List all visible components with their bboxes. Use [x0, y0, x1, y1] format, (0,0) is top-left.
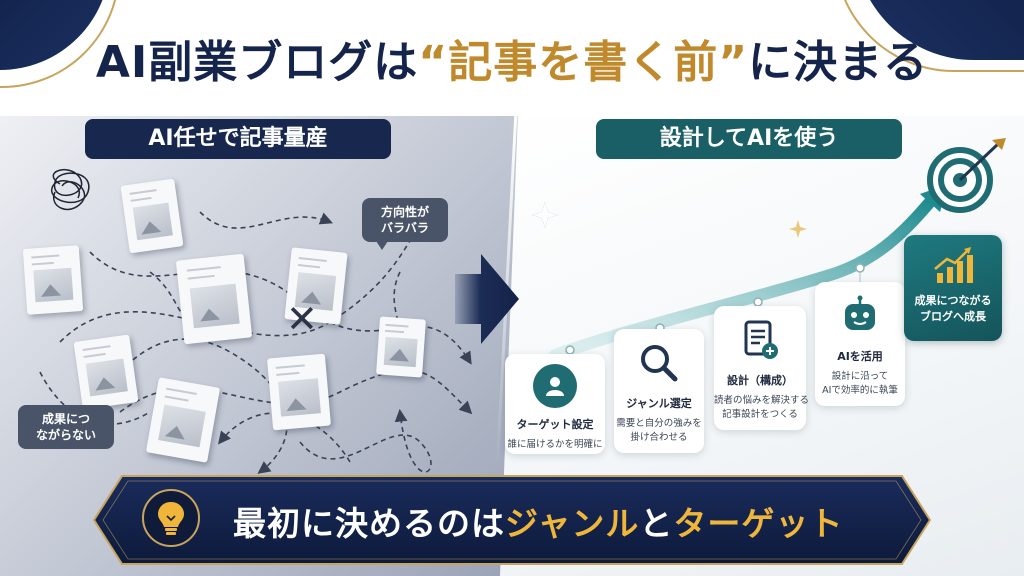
document-card	[376, 316, 426, 378]
right-panel-label: 設計してAIを使う	[596, 119, 902, 159]
bubble-line: ながらない	[35, 428, 96, 442]
document-card	[22, 245, 84, 315]
page-title: AI副業ブログは“記事を書く前”に決まる	[0, 26, 1024, 90]
step-title: 設計（構成）	[727, 374, 793, 387]
robot-icon	[838, 294, 882, 338]
scribble-icon	[51, 169, 90, 211]
step-desc: 需要と自分の強みを	[616, 418, 702, 429]
document-card	[73, 334, 139, 410]
step-desc: 読者の悩みを解決する	[714, 395, 810, 406]
header: AI副業ブログは“記事を書く前”に決まる	[0, 0, 1024, 116]
goal-text: ブログへ成長	[920, 310, 986, 323]
bubble-line: バラバラ	[381, 221, 429, 235]
step-card-genre: ジャンル選定 需要と自分の強みを 掛け合わせる	[614, 329, 704, 453]
bottom-banner	[92, 475, 932, 565]
bubble-line: 成果につ	[41, 412, 90, 426]
step-title: ターゲット設定	[516, 418, 594, 431]
banner-middle: と	[639, 504, 674, 543]
banner-highlight-genre: ジャンル	[505, 504, 640, 543]
left-panel-label: AI任せで記事量産	[85, 119, 391, 159]
goal-text: 成果につながる	[914, 294, 992, 307]
step-desc: 誰に届けるかを明確に	[507, 439, 603, 450]
title-suffix: に決まる	[748, 37, 929, 88]
step-desc: AIで効率的に執筆	[822, 385, 898, 396]
sparkle-icon	[531, 201, 559, 229]
lightbulb-icon	[142, 489, 200, 547]
bubble-line: 方向性が	[380, 205, 429, 219]
search-icon	[637, 341, 681, 385]
curve-node	[565, 263, 865, 355]
sparkle-icon	[789, 220, 807, 238]
document-card	[175, 253, 253, 345]
title-prefix: AI副業ブログは	[95, 37, 419, 88]
document-card	[266, 353, 332, 431]
speech-bubble-direction: 方向性が バラバラ	[362, 198, 448, 250]
step-desc: 記事設計をつくる	[722, 409, 798, 420]
banner-prefix: 最初に決めるのは	[233, 504, 505, 543]
user-icon	[533, 364, 577, 408]
step-title: ジャンル選定	[626, 397, 692, 410]
step-card-target: ターゲット設定 誰に届けるかを明確に	[505, 354, 605, 454]
document-card	[120, 178, 184, 254]
document-card	[145, 377, 221, 463]
step-desc: 掛け合わせる	[630, 432, 688, 443]
step-card-design: 設計（構成） 読者の悩みを解決する 記事設計をつくる	[714, 306, 810, 430]
speech-bubble-no-results: 成果につ ながらない	[18, 405, 114, 449]
step-desc: 設計に沿って	[831, 371, 889, 382]
step-title: AIを活用	[837, 350, 883, 363]
transition-arrow-icon	[455, 254, 519, 344]
growth-chart-icon	[931, 247, 975, 287]
x-mark-icon: ✕	[286, 297, 318, 341]
chaos-scene: ✕	[0, 112, 520, 576]
document-icon	[738, 318, 782, 362]
banner-message: 最初に決めるのはジャンルとターゲット	[233, 497, 843, 545]
title-highlight: “記事を書く前”	[418, 37, 749, 88]
banner-highlight-target: ターゲット	[673, 504, 844, 543]
target-icon	[927, 138, 1006, 213]
step-card-ai: AIを活用 設計に沿って AIで効率的に執筆	[815, 282, 905, 406]
goal-card: 成果につながる ブログへ成長	[904, 235, 1002, 341]
